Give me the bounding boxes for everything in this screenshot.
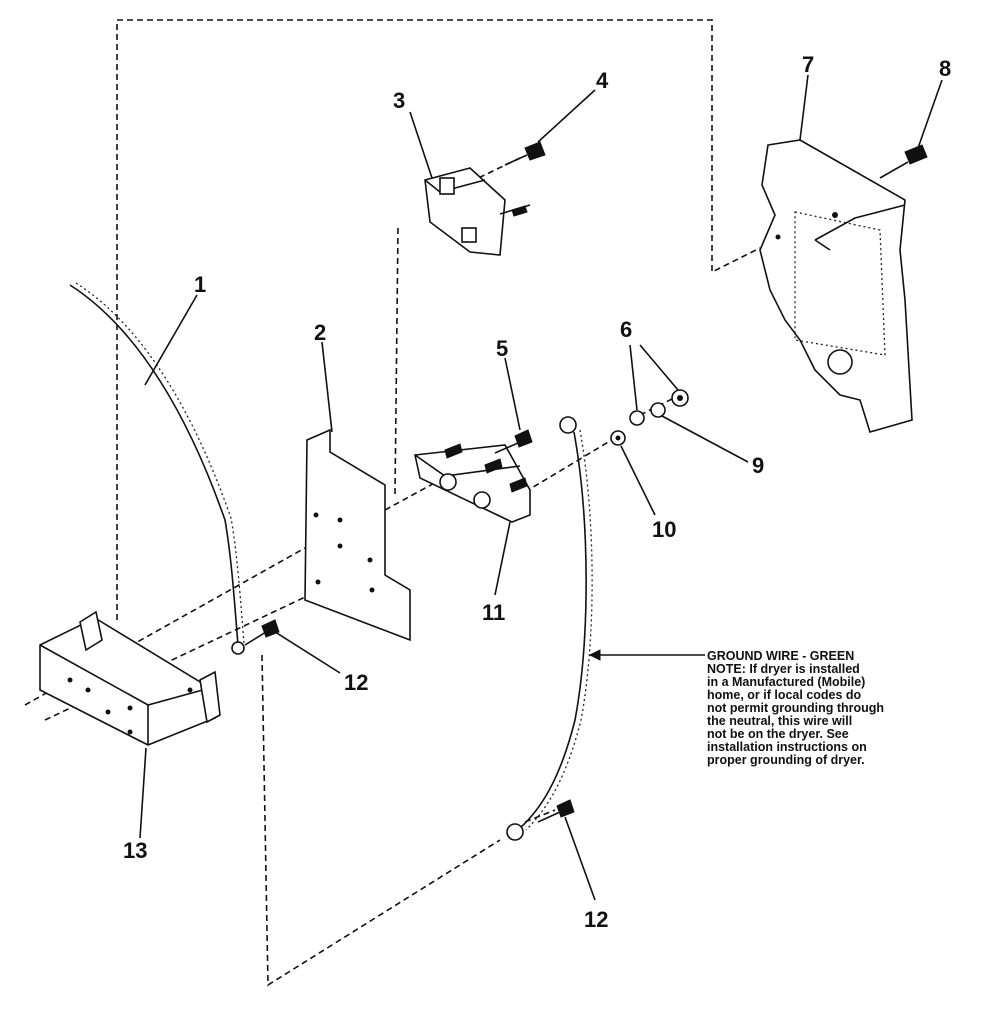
part-8-screw <box>879 144 928 179</box>
callout-3: 3 <box>393 88 405 113</box>
part-10-washer <box>610 430 626 446</box>
callout-9: 9 <box>752 453 764 478</box>
callout-2: 2 <box>314 320 326 345</box>
part-3-terminal-block <box>424 167 531 256</box>
note-line: in a Manufactured (Mobile) <box>707 675 865 689</box>
callout-12-upper: 12 <box>344 670 368 695</box>
assembly-path-bottom <box>261 654 501 987</box>
part-5-screw <box>494 429 533 454</box>
part-11-terminal-strip <box>414 443 531 523</box>
axis-line-mid <box>384 479 441 511</box>
leader-12b <box>564 816 596 901</box>
callout-4: 4 <box>596 68 609 93</box>
leader-ground-arrow <box>588 649 601 661</box>
callout-11: 11 <box>482 600 505 625</box>
leader-13 <box>139 747 147 839</box>
leader-3 <box>409 111 433 179</box>
part-1-wire <box>69 282 245 655</box>
leader-6b <box>639 344 679 391</box>
callout-6: 6 <box>620 317 632 342</box>
part-2-bracket-plate <box>304 428 411 642</box>
assembly-path-terminal <box>394 227 399 496</box>
leader-5 <box>504 357 521 431</box>
note-line: proper grounding of dryer. <box>707 753 865 767</box>
leader-10 <box>620 445 656 516</box>
leader-9 <box>661 415 749 463</box>
leader-7 <box>799 74 809 141</box>
part-9-washer <box>629 402 666 426</box>
leader-11 <box>494 521 511 596</box>
note-line: NOTE: If dryer is installed <box>707 662 860 676</box>
ground-wire-note: GROUND WIRE - GREEN NOTE: If dryer is in… <box>707 649 884 767</box>
axis-line-right <box>524 434 621 493</box>
leader-2 <box>321 341 333 433</box>
note-line: not permit grounding through <box>707 701 884 715</box>
part-12-screw-lower <box>537 799 575 823</box>
callout-5: 5 <box>496 336 508 361</box>
part-4-screw <box>504 141 546 166</box>
leader-6a <box>629 344 638 411</box>
leader-12a <box>271 629 341 674</box>
callout-1: 1 <box>194 272 206 297</box>
leader-8 <box>917 79 943 149</box>
note-line: installation instructions on <box>707 740 867 754</box>
note-line: not be on the dryer. See <box>707 727 849 741</box>
ground-wire <box>506 416 593 841</box>
part-12-screw-upper <box>244 619 280 646</box>
callout-13: 13 <box>123 838 147 863</box>
part-6-nut <box>671 389 689 407</box>
axis-line-screw12-lower <box>524 809 556 823</box>
part-13-junction-box <box>39 610 221 746</box>
callout-7: 7 <box>802 52 814 77</box>
part-7-back-panel <box>759 139 913 433</box>
callout-10: 10 <box>652 517 676 542</box>
leader-4 <box>537 89 596 143</box>
leader-1 <box>144 294 198 386</box>
note-line: GROUND WIRE - GREEN <box>707 649 854 663</box>
callout-12-lower: 12 <box>584 907 608 932</box>
note-line: home, or if local codes do <box>707 688 862 702</box>
assembly-path-top <box>116 19 761 620</box>
callout-8: 8 <box>939 56 951 81</box>
note-line: the neutral, this wire will <box>707 714 852 728</box>
